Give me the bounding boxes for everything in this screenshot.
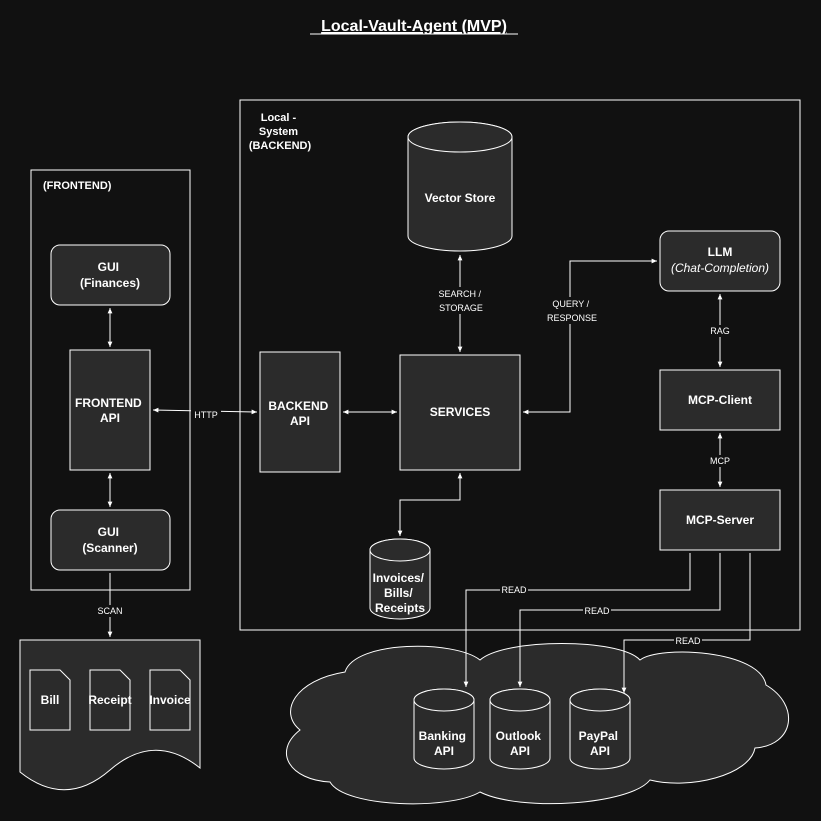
outlook-api-label: API — [510, 744, 530, 758]
backend-group-label: Local - System (BACKEND) — [249, 112, 312, 152]
bill-document: Bill — [29, 669, 71, 731]
invoices-store-label: Invoices/ — [373, 571, 425, 585]
search-storage-edge-label: SEARCH / STORAGE — [436, 287, 486, 314]
banking-api-node[interactable]: Banking API — [413, 688, 475, 770]
query-response-label-line: QUERY / — [552, 299, 589, 309]
services-invoices-edge — [397, 473, 463, 536]
svg-text:Outlook API: Outlook API — [496, 729, 545, 758]
svg-text:READ: READ — [501, 585, 527, 595]
backend-api-label: API — [290, 414, 310, 428]
frontend-api-label: FRONTEND — [75, 396, 142, 410]
outlook-api-node[interactable]: Outlook API — [489, 688, 551, 770]
scan-edge-label: SCAN — [95, 605, 125, 617]
frontend-api-node[interactable]: FRONTEND API — [69, 349, 151, 471]
gui-scanner-label: GUI — [98, 525, 119, 539]
llm-node[interactable]: LLM (Chat-Completion) — [659, 230, 781, 292]
services-label: SERVICES — [430, 405, 490, 419]
gui-finances-label: (Finances) — [80, 276, 140, 290]
bill-label: Bill — [41, 693, 60, 707]
vector-store-label: Vector Store — [425, 191, 496, 205]
query-response-edge-label: QUERY / RESPONSE — [543, 297, 601, 324]
backend-api-node[interactable]: BACKEND API — [259, 351, 341, 473]
mcp-server-label: MCP-Server — [686, 513, 754, 527]
gui-scanner-label: (Scanner) — [82, 541, 137, 555]
svg-text:READ: READ — [675, 636, 701, 646]
backend-api-label: BACKEND — [268, 399, 328, 413]
read-outlook-edge-label: READ — [583, 605, 611, 617]
svg-text:Invoices/ Bills/ R: Invoices/ Bills/ Receipts — [373, 571, 428, 615]
backend-group-label-line: System — [259, 126, 298, 138]
frontend-api-label: API — [100, 411, 120, 425]
search-storage-label-line: SEARCH / — [438, 289, 481, 299]
receipt-document: Receipt — [88, 669, 132, 731]
svg-text:GUI (Finances): GUI (Finances) — [80, 260, 140, 290]
vector-store-node[interactable]: Vector Store — [407, 121, 513, 252]
http-edge-label: HTTP — [191, 408, 221, 420]
mcp-edge-label: MCP — [707, 455, 733, 467]
llm-label: LLM — [708, 245, 733, 259]
backend-group-label-line: Local - — [261, 112, 297, 124]
diagram-title: Local-Vault-Agent (MVP) — [321, 18, 507, 35]
read-banking-edge-label: READ — [500, 584, 528, 596]
paypal-api-node[interactable]: PayPal API — [569, 688, 631, 770]
read-outlook-edge — [517, 553, 721, 687]
llm-sublabel: (Chat-Completion) — [671, 261, 769, 275]
invoices-store-label: Receipts — [375, 601, 425, 615]
mcp-client-node[interactable]: MCP-Client — [659, 369, 781, 431]
svg-text:SCAN: SCAN — [97, 606, 122, 616]
gui-finances-label: GUI — [98, 260, 119, 274]
svg-text:MCP: MCP — [710, 456, 730, 466]
query-response-edge — [523, 258, 657, 415]
svg-text:FRONTEND API: FRONTEND API — [75, 396, 145, 425]
banking-api-label: Banking — [419, 729, 466, 743]
invoice-label: Invoice — [149, 693, 191, 707]
read-paypal-edge-label: READ — [674, 635, 702, 647]
svg-text:READ: READ — [584, 606, 610, 616]
receipt-label: Receipt — [88, 693, 131, 707]
svg-text:RAG: RAG — [710, 326, 730, 336]
mcp-client-label: MCP-Client — [688, 393, 752, 407]
rag-edge-label: RAG — [708, 325, 732, 337]
svg-text:PayPal API: PayPal API — [579, 729, 622, 758]
outlook-api-label: Outlook — [496, 729, 542, 743]
frontend-group-label: (FRONTEND) — [43, 180, 112, 192]
mcp-server-node[interactable]: MCP-Server — [659, 489, 781, 551]
invoices-store-node[interactable]: Invoices/ Bills/ Receipts — [369, 538, 431, 620]
svg-text:QUERY / RESPONSE: QUERY / RESPONSE — [547, 299, 597, 323]
banking-api-label: API — [434, 744, 454, 758]
services-node[interactable]: SERVICES — [399, 354, 521, 471]
read-banking-edge — [463, 553, 691, 687]
svg-text:SEARCH / STORAGE: SEARCH / STORAGE — [438, 289, 483, 313]
search-storage-label-line: STORAGE — [439, 303, 483, 313]
paypal-api-label: API — [590, 744, 610, 758]
query-response-label-line: RESPONSE — [547, 313, 597, 323]
gui-scanner-node[interactable]: GUI (Scanner) — [50, 509, 171, 571]
svg-text:Banking API: Banking API — [419, 729, 470, 758]
paypal-api-label: PayPal — [579, 729, 618, 743]
gui-finances-node[interactable]: GUI (Finances) — [50, 244, 171, 306]
svg-text:HTTP: HTTP — [194, 410, 218, 420]
backend-group-label-line: (BACKEND) — [249, 140, 312, 152]
svg-text:GUI (Scanner): GUI (Scanner) — [82, 525, 137, 555]
invoice-document: Invoice — [149, 669, 191, 731]
svg-text:BACKEND API: BACKEND API — [268, 399, 331, 428]
invoices-store-label: Bills/ — [384, 586, 413, 600]
